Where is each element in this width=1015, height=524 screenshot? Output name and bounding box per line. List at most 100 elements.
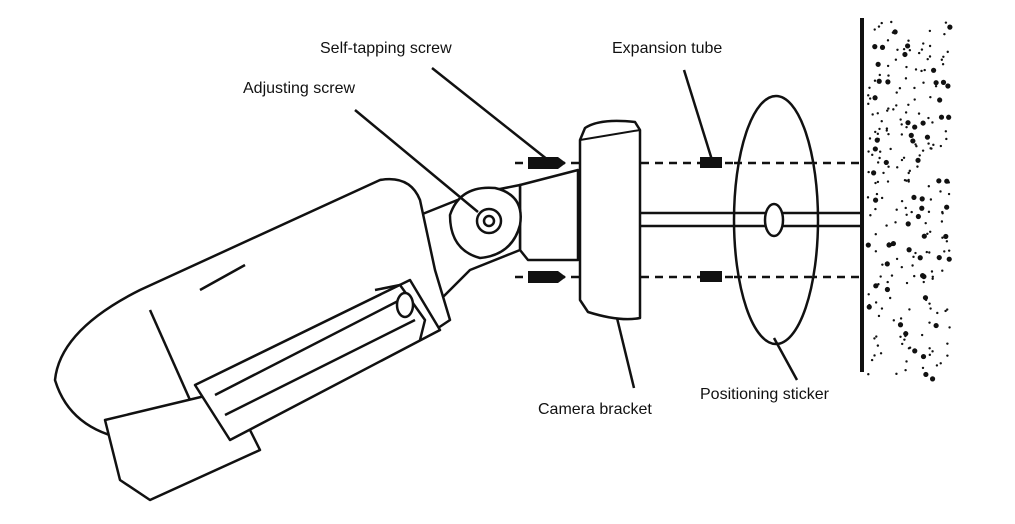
speckle bbox=[897, 322, 904, 328]
speckle bbox=[929, 147, 932, 150]
speckle bbox=[939, 362, 942, 365]
label-adjusting-screw: Adjusting screw bbox=[243, 80, 356, 97]
speckle bbox=[914, 68, 918, 71]
speckle bbox=[923, 371, 929, 378]
speckle bbox=[907, 180, 910, 183]
speckle bbox=[900, 265, 904, 269]
speckle bbox=[945, 137, 948, 141]
speckle bbox=[936, 311, 939, 315]
speckle bbox=[875, 61, 881, 67]
speckle bbox=[866, 304, 872, 310]
speckle bbox=[890, 274, 894, 277]
speckle bbox=[931, 350, 934, 353]
speckle bbox=[888, 296, 892, 300]
speckle bbox=[878, 127, 881, 131]
speckle bbox=[886, 64, 890, 68]
speckle bbox=[920, 48, 924, 51]
speckle bbox=[905, 43, 911, 49]
speckle bbox=[930, 270, 934, 273]
speckle bbox=[947, 249, 951, 252]
speckle bbox=[895, 91, 898, 94]
speckle bbox=[873, 354, 876, 357]
speckle bbox=[902, 47, 906, 51]
speckle bbox=[912, 348, 918, 354]
speckle bbox=[929, 198, 933, 201]
speckle bbox=[902, 156, 906, 159]
speckle bbox=[944, 309, 947, 313]
speckle bbox=[916, 165, 919, 168]
speckle bbox=[905, 213, 908, 217]
speckle bbox=[892, 319, 896, 322]
speckle bbox=[908, 346, 912, 349]
speckle bbox=[890, 20, 893, 24]
speckle bbox=[910, 138, 916, 144]
speckle bbox=[878, 150, 882, 153]
speckle bbox=[931, 277, 934, 280]
label-camera-bracket: Camera bracket bbox=[538, 401, 652, 418]
speckle bbox=[907, 171, 910, 175]
speckle bbox=[934, 85, 938, 88]
speckle bbox=[880, 307, 884, 310]
speckle bbox=[892, 29, 898, 35]
speckle bbox=[899, 335, 902, 338]
speckle bbox=[941, 269, 944, 272]
speckle bbox=[885, 224, 888, 227]
speckle bbox=[911, 194, 917, 201]
speckle bbox=[902, 52, 906, 56]
speckle bbox=[884, 261, 890, 267]
speckle bbox=[885, 287, 889, 290]
speckle bbox=[895, 372, 898, 376]
speckle bbox=[895, 104, 898, 107]
speckle bbox=[874, 181, 877, 185]
speckle bbox=[927, 142, 930, 145]
speckle bbox=[886, 280, 889, 284]
speckle bbox=[887, 132, 890, 136]
speckle bbox=[917, 255, 923, 261]
speckle bbox=[879, 275, 882, 278]
speckle bbox=[935, 364, 939, 367]
speckle bbox=[876, 78, 882, 84]
speckle bbox=[886, 39, 890, 42]
speckle bbox=[905, 65, 908, 69]
speckle bbox=[867, 150, 870, 153]
speckle bbox=[894, 221, 897, 224]
speckle bbox=[945, 83, 951, 89]
speckle bbox=[880, 21, 883, 25]
speckle bbox=[905, 221, 911, 227]
speckle bbox=[922, 42, 925, 45]
speckle bbox=[928, 29, 932, 33]
speckle bbox=[904, 111, 908, 114]
speckle bbox=[874, 207, 877, 211]
speckle bbox=[872, 95, 878, 101]
speckle bbox=[921, 233, 927, 239]
speckle bbox=[920, 353, 927, 360]
speckle bbox=[939, 144, 943, 148]
speckle bbox=[871, 170, 877, 176]
speckle bbox=[929, 376, 936, 382]
speckle bbox=[927, 185, 931, 188]
speckle bbox=[905, 360, 908, 363]
speckle bbox=[907, 39, 910, 42]
speckle bbox=[928, 251, 931, 254]
speckle bbox=[914, 143, 917, 146]
speckle bbox=[875, 192, 879, 196]
speckle bbox=[905, 125, 908, 129]
speckle bbox=[928, 302, 931, 305]
self-tapping-screws bbox=[528, 157, 566, 283]
speckle bbox=[928, 347, 931, 350]
speckle bbox=[879, 352, 883, 355]
speckle bbox=[922, 81, 925, 84]
speckle bbox=[946, 114, 952, 120]
speckle bbox=[887, 107, 890, 110]
speckle bbox=[866, 196, 870, 199]
speckle bbox=[941, 212, 944, 215]
speckle bbox=[933, 322, 939, 329]
speckle bbox=[903, 331, 909, 337]
speckle bbox=[903, 338, 906, 341]
speckle bbox=[871, 153, 874, 157]
speckle bbox=[940, 79, 947, 85]
speckle bbox=[943, 250, 946, 253]
speckle bbox=[881, 263, 884, 266]
speckle bbox=[946, 342, 949, 345]
speckle bbox=[875, 335, 878, 338]
